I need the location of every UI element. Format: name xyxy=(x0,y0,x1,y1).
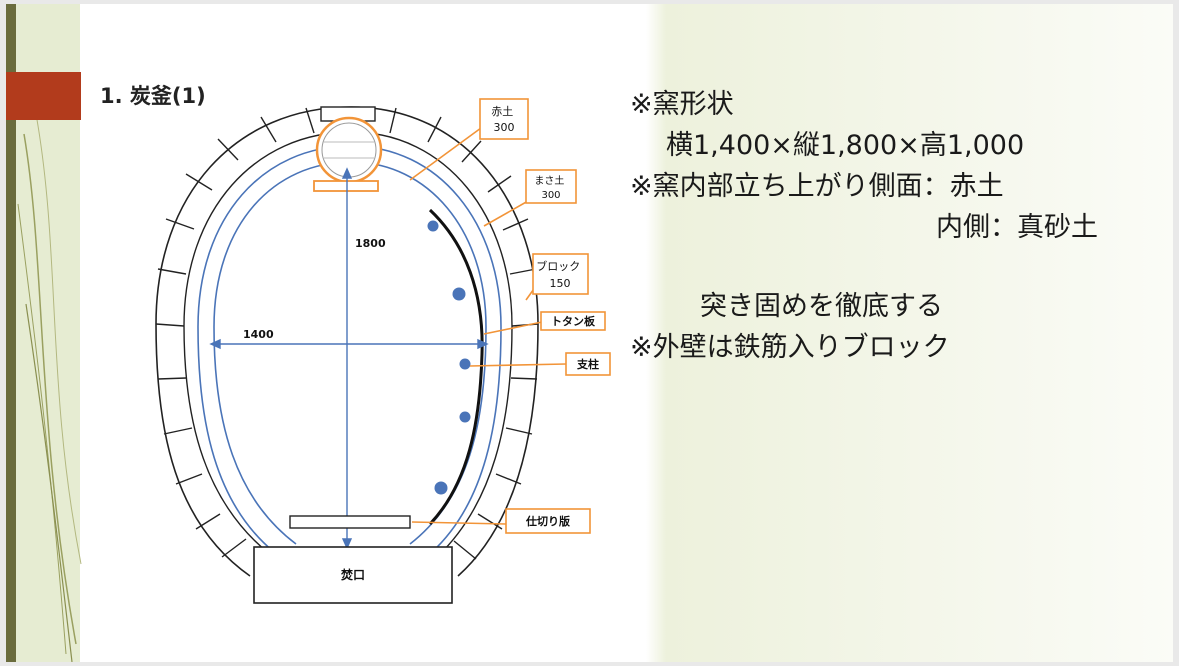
label-firebox: 焚口 xyxy=(340,567,365,582)
left-dark-stripe xyxy=(6,4,16,662)
dimension-lines xyxy=(209,167,489,550)
slide: 1. 炭釜(1) xyxy=(6,4,1173,662)
label-akatsuchi: 赤土 300 xyxy=(491,105,517,134)
chimney-circle-inner xyxy=(321,122,377,178)
title-accent-bar xyxy=(6,72,81,120)
note-line-4: 内側：真砂土 xyxy=(936,212,1098,243)
label-dimension-width: 1400 xyxy=(243,328,274,341)
firebox-box xyxy=(253,546,453,604)
kiln-diagram: 赤土 300 まさ土 300 ブロック 150 トタン板 支柱 仕切り版 焚口 … xyxy=(155,98,611,604)
partition-board xyxy=(289,515,411,529)
block-dividers xyxy=(155,107,539,560)
callout-boxes xyxy=(479,98,611,534)
label-dimension-height: 1800 xyxy=(355,237,386,250)
note-line-5: 突き固めを徹底する xyxy=(700,291,943,322)
note-line-6: ※外壁は鉄筋入りブロック xyxy=(630,332,950,363)
note-line-2: 横1,400×縦1,800×高1,000 xyxy=(666,130,1025,161)
slide-title: 1. 炭釜(1) xyxy=(100,84,206,108)
kiln-outline: 赤土 300 まさ土 300 ブロック 150 トタン板 支柱 仕切り版 焚口 … xyxy=(155,98,611,604)
label-partition: 仕切り版 xyxy=(525,514,570,528)
label-pillar: 支柱 xyxy=(576,357,599,371)
label-masatsuchi: まさ土 300 xyxy=(534,174,567,201)
callout-lines xyxy=(409,127,567,525)
chimney-base xyxy=(313,180,379,192)
note-line-1: ※窯形状 xyxy=(630,89,734,120)
decorative-curves xyxy=(17,113,82,662)
pillars xyxy=(427,220,471,495)
note-line-3: ※窯内部立ち上がり側面：赤土 xyxy=(630,171,1004,202)
masatsuchi-layer-line xyxy=(197,145,502,553)
label-tin-plate: トタン板 xyxy=(551,314,596,328)
label-block: ブロック 150 xyxy=(536,259,584,290)
tin-plate-curve xyxy=(428,208,484,526)
